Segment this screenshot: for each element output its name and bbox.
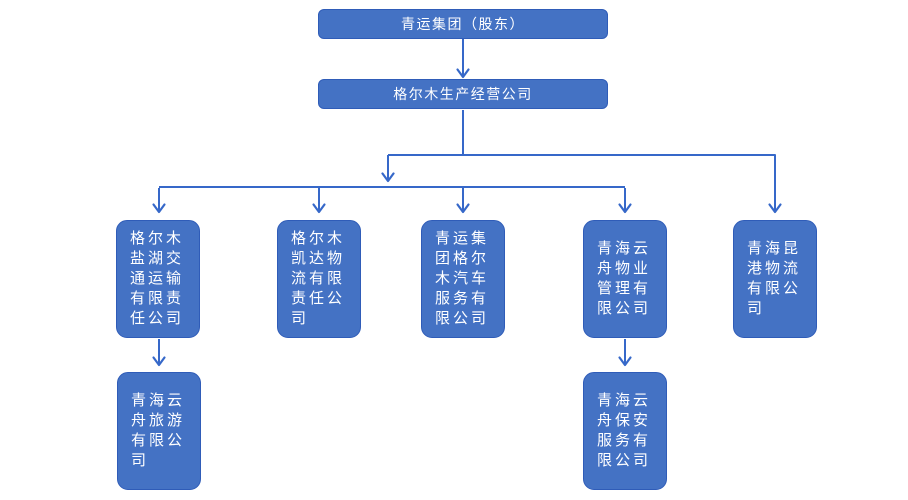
org-node-root: 青运集团（股东）	[318, 9, 608, 39]
org-node-subsidiary-2-label: 格尔木凯达物流有限责任公司	[291, 230, 346, 327]
org-node-subsidiary-4-child: 青海云舟保安服务有限公司	[583, 372, 667, 490]
org-node-subsidiary-4-label: 青海云舟物业管理有限公司	[597, 240, 652, 317]
org-node-subsidiary-2: 格尔木凯达物流有限责任公司	[277, 220, 361, 338]
org-node-operating-company: 格尔木生产经营公司	[318, 79, 608, 109]
org-node-subsidiary-4: 青海云舟物业管理有限公司	[583, 220, 667, 338]
org-node-subsidiary-4-child-label: 青海云舟保安服务有限公司	[597, 392, 652, 469]
org-node-subsidiary-1: 格尔木盐湖交通运输有限责任公司	[116, 220, 200, 338]
org-node-subsidiary-1-child-label: 青海云舟旅游有限公司	[131, 392, 186, 469]
org-node-operating-company-label: 格尔木生产经营公司	[393, 86, 533, 102]
org-node-subsidiary-1-child: 青海云舟旅游有限公司	[117, 372, 201, 490]
org-node-subsidiary-5-label: 青海昆港物流有限公司	[747, 240, 802, 317]
org-node-subsidiary-3-label: 青运集团格尔木汽车服务有限公司	[435, 230, 490, 327]
org-node-subsidiary-1-label: 格尔木盐湖交通运输有限责任公司	[130, 230, 185, 327]
connector-distribution-line-1	[388, 154, 782, 214]
org-node-subsidiary-3: 青运集团格尔木汽车服务有限公司	[421, 220, 505, 338]
org-node-subsidiary-5: 青海昆港物流有限公司	[733, 220, 817, 338]
org-node-root-label: 青运集团（股东）	[401, 16, 525, 32]
